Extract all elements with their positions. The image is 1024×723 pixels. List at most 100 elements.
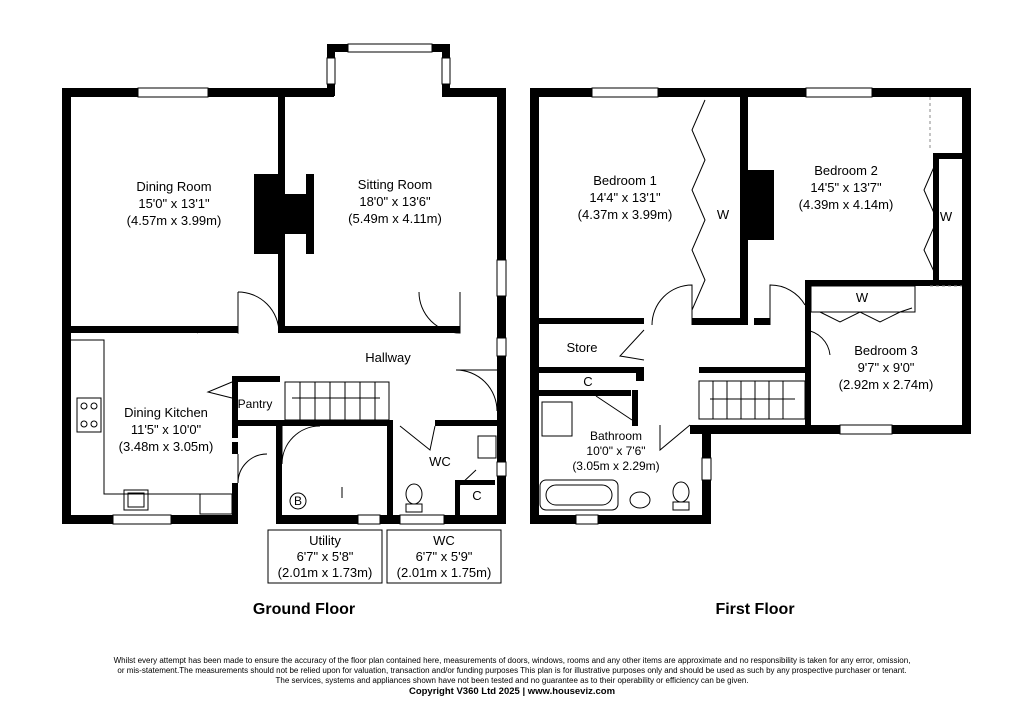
door bbox=[455, 369, 498, 412]
window bbox=[399, 514, 445, 525]
landing-cupboard-label: C bbox=[583, 374, 592, 389]
wall bbox=[71, 326, 238, 333]
bedroom-3-wardrobe: W bbox=[856, 290, 869, 305]
bedroom-3-name: Bedroom 3 bbox=[854, 343, 918, 358]
boiler-circle bbox=[289, 492, 307, 510]
wc-box-name: WC bbox=[433, 533, 455, 548]
door bbox=[804, 329, 831, 356]
window bbox=[441, 57, 451, 85]
wall bbox=[455, 480, 460, 518]
door bbox=[459, 469, 477, 486]
wall bbox=[699, 367, 805, 373]
window bbox=[496, 337, 507, 357]
window bbox=[112, 514, 172, 525]
shower-tray bbox=[541, 401, 573, 437]
dining-kitchen-imperial: 11'5" x 10'0" bbox=[131, 422, 202, 437]
window bbox=[137, 87, 209, 98]
kitchen-counter bbox=[71, 339, 200, 495]
window bbox=[591, 87, 659, 98]
window bbox=[357, 514, 381, 525]
bedroom-2-wardrobe: W bbox=[940, 209, 953, 224]
sitting-room-name: Sitting Room bbox=[358, 177, 432, 192]
hob-ring bbox=[90, 420, 98, 428]
bedroom-1-imperial: 14'4" x 13'1" bbox=[589, 190, 661, 205]
wardrobe-doors bbox=[691, 99, 706, 311]
wall bbox=[232, 483, 238, 518]
window bbox=[496, 461, 507, 477]
bedroom-2-metric: (4.39m x 4.14m) bbox=[799, 197, 894, 212]
bathroom-name: Bathroom bbox=[590, 429, 642, 443]
pantry-name: Pantry bbox=[238, 397, 273, 411]
bedroom-3-metric: (2.92m x 2.74m) bbox=[839, 377, 934, 392]
door bbox=[659, 424, 691, 452]
window bbox=[347, 43, 433, 53]
counter-end bbox=[199, 493, 233, 515]
footer: Whilst every attempt has been made to en… bbox=[0, 656, 1024, 697]
basin bbox=[629, 491, 651, 509]
wall bbox=[692, 318, 740, 325]
window bbox=[496, 259, 507, 297]
wall bbox=[539, 367, 644, 373]
wall bbox=[387, 420, 393, 524]
utility-metric: (2.01m x 1.73m) bbox=[278, 565, 373, 580]
hob-ring bbox=[80, 402, 88, 410]
bedroom-2-name: Bedroom 2 bbox=[814, 163, 878, 178]
ground-floor-plan: Dining Room 15'0" x 13'1" (4.57m x 3.99m… bbox=[62, 43, 507, 618]
door bbox=[595, 395, 633, 421]
window bbox=[575, 514, 599, 525]
copyright: Copyright V360 Ltd 2025 | www.houseviz.c… bbox=[408, 686, 616, 697]
wall bbox=[805, 280, 971, 286]
wall bbox=[442, 88, 506, 97]
wall bbox=[232, 376, 238, 438]
toilet-cistern bbox=[405, 503, 423, 513]
dining-room-metric: (4.57m x 3.99m) bbox=[127, 213, 222, 228]
door bbox=[237, 291, 280, 334]
bedroom-3-imperial: 9'7" x 9'0" bbox=[858, 360, 915, 375]
wc-label-box bbox=[386, 529, 502, 584]
window bbox=[701, 457, 712, 481]
wall bbox=[232, 376, 280, 382]
hob-ring bbox=[80, 420, 88, 428]
chimney-breast bbox=[748, 170, 774, 240]
basin bbox=[477, 435, 497, 459]
sitting-room-metric: (5.49m x 4.11m) bbox=[348, 211, 442, 226]
wall bbox=[497, 88, 506, 524]
bedroom-1-metric: (4.37m x 3.99m) bbox=[578, 207, 673, 222]
window bbox=[805, 87, 873, 98]
ground-floor-title: Ground Floor bbox=[253, 601, 355, 618]
wall bbox=[539, 318, 644, 324]
first-floor-plan: Bedroom 1 14'4" x 13'1" (4.37m x 3.99m) … bbox=[530, 87, 971, 618]
wall bbox=[530, 88, 971, 97]
first-floor-title: First Floor bbox=[715, 601, 794, 618]
wall bbox=[962, 88, 971, 434]
window bbox=[839, 424, 893, 435]
sitting-room-imperial: 18'0" x 13'6" bbox=[359, 194, 431, 209]
sink bbox=[123, 489, 149, 511]
wc-cupboard-label: C bbox=[472, 488, 481, 503]
bedroom-1-name: Bedroom 1 bbox=[593, 173, 657, 188]
wall bbox=[232, 420, 387, 426]
bath bbox=[539, 479, 619, 511]
toilet bbox=[672, 481, 690, 503]
wall bbox=[530, 515, 711, 524]
utility-imperial: 6'7" x 5'8" bbox=[297, 549, 354, 564]
wardrobe bbox=[810, 285, 916, 313]
wardrobe-doors bbox=[819, 307, 913, 323]
utility-label-box bbox=[267, 529, 383, 584]
disclaimer-line: or mis-statement.The measurements should… bbox=[117, 666, 907, 675]
toilet bbox=[405, 483, 423, 505]
wall bbox=[636, 373, 644, 381]
disclaimer-line: Whilst every attempt has been made to en… bbox=[113, 656, 911, 665]
disclaimer-line: The services, systems and appliances sho… bbox=[275, 676, 749, 685]
wc-box-imperial: 6'7" x 5'9" bbox=[416, 549, 473, 564]
wall bbox=[740, 97, 748, 325]
floor-plan: Dining Room 15'0" x 13'1" (4.57m x 3.99m… bbox=[62, 43, 971, 618]
wall bbox=[754, 318, 770, 325]
wall bbox=[232, 442, 238, 454]
dining-kitchen-metric: (3.48m x 3.05m) bbox=[119, 439, 214, 454]
wall bbox=[933, 153, 971, 159]
staircase bbox=[698, 380, 806, 420]
wc-ground-name: WC bbox=[429, 454, 451, 469]
door bbox=[418, 291, 461, 334]
toilet-cistern bbox=[672, 501, 690, 511]
